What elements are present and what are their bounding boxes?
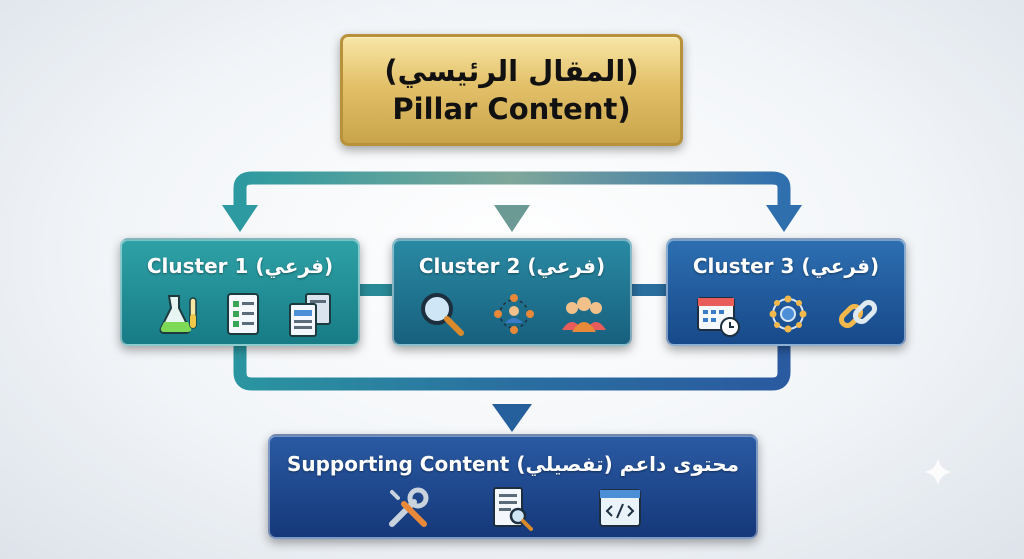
pillar-title-arabic: (المقال الرئيسي)	[384, 54, 639, 88]
network-hub-icon	[769, 295, 807, 333]
cluster-1-box: Cluster 1 (فرعي)	[120, 238, 360, 346]
supporting-content-box: محتوى داعم (تفصيلي) Supporting Content	[268, 434, 758, 539]
arrow-to-cluster-1	[222, 205, 258, 232]
arrow-to-supporting	[492, 404, 532, 432]
arrow-to-cluster-3	[766, 205, 802, 232]
user-group-icon	[562, 297, 606, 332]
supporting-title: محتوى داعم (تفصيلي) Supporting Content	[286, 452, 740, 476]
cluster-3-title: Cluster 3 (فرعي)	[692, 254, 880, 278]
lab-flask-icon	[159, 295, 197, 334]
pillar-title-english: Pillar Content)	[392, 92, 631, 126]
cluster-2-box: Cluster 2 (فرعي)	[392, 238, 632, 346]
tools-wrench-screwdriver-icon	[389, 487, 429, 527]
bottom-connector	[233, 346, 791, 408]
document-search-icon	[493, 487, 533, 531]
calendar-clock-icon	[697, 297, 740, 337]
documents-stack-icon	[289, 293, 331, 337]
chain-link-icon	[838, 299, 878, 329]
code-window-icon	[599, 489, 641, 527]
checklist-document-icon	[227, 293, 259, 335]
pillar-content-box: (المقال الرئيسي) Pillar Content)	[340, 34, 683, 146]
top-connector	[233, 146, 791, 208]
sparkle-icon	[924, 458, 952, 486]
cluster-1-title: Cluster 1 (فرعي)	[146, 254, 334, 278]
network-people-icon	[494, 294, 534, 334]
cluster-3-box: Cluster 3 (فرعي)	[666, 238, 906, 346]
magnifier-search-icon	[421, 293, 464, 336]
cluster-2-title: Cluster 2 (فرعي)	[418, 254, 606, 278]
arrow-to-cluster-2	[494, 205, 530, 232]
